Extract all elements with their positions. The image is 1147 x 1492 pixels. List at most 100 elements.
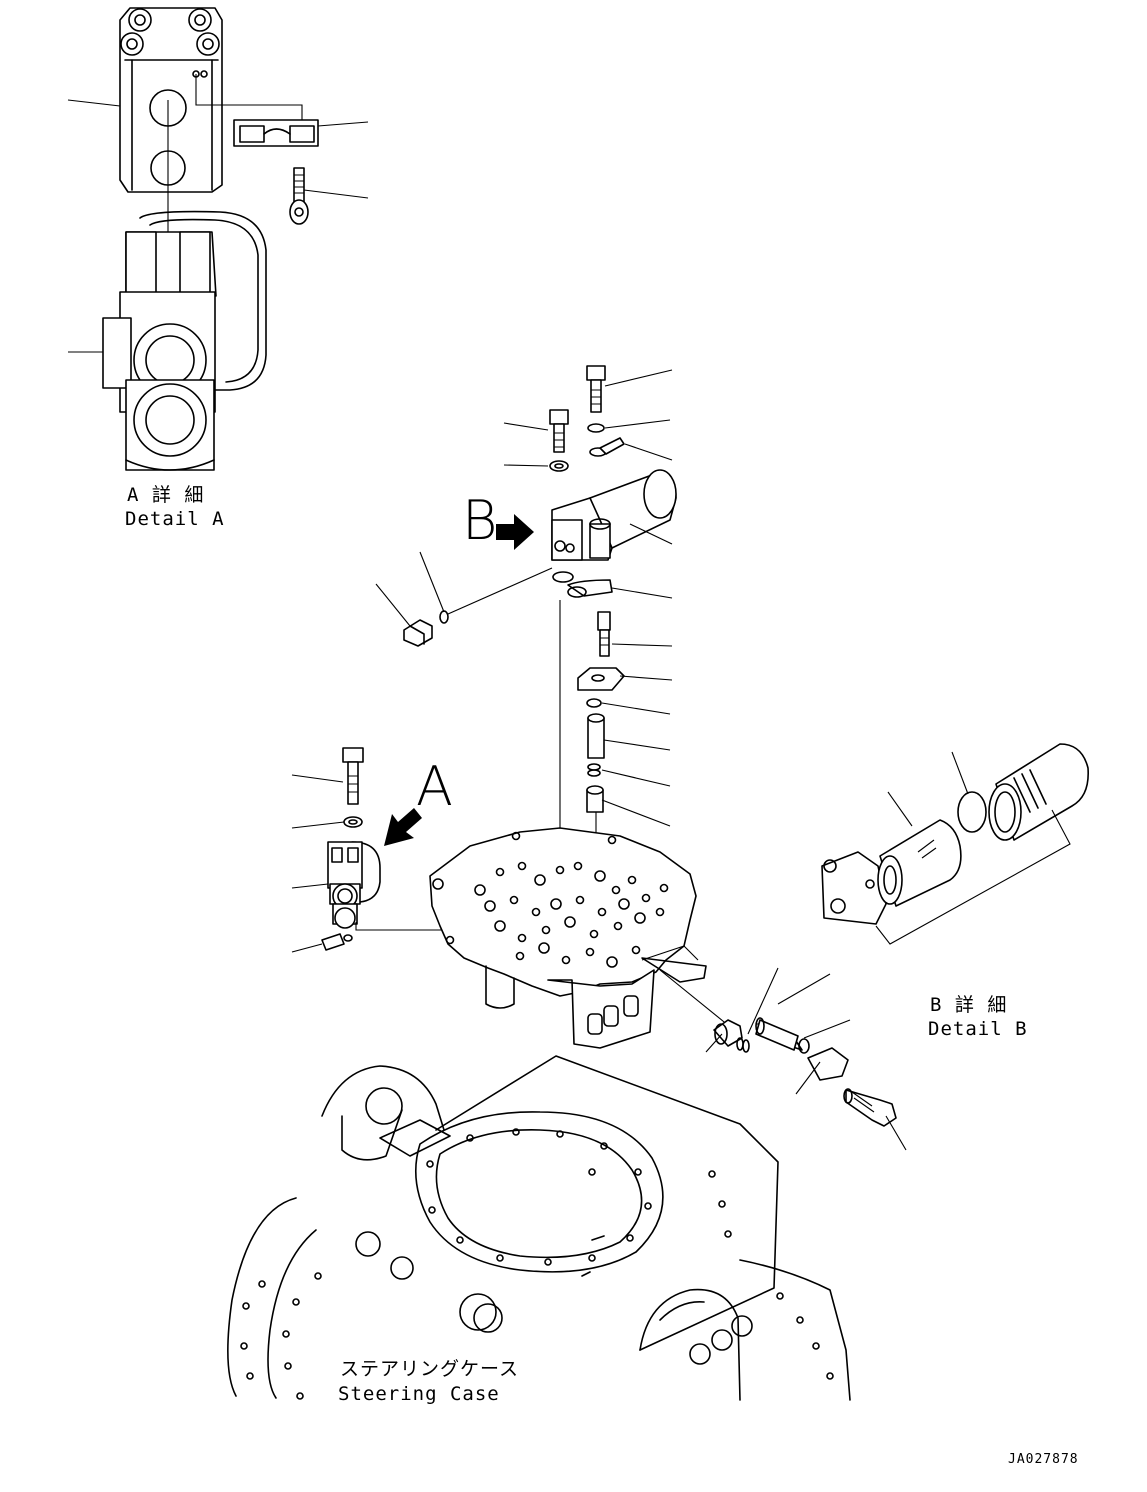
valve-body-hole [485, 901, 495, 911]
valve-body-hole [565, 917, 575, 927]
case-bolt-hole [635, 1169, 641, 1175]
case-bolt-hole [429, 1207, 435, 1213]
a-solenoid-valve [328, 842, 380, 928]
callout-b-arrow [496, 514, 534, 550]
detail-b-en-label: Detail B [928, 1018, 1028, 1040]
valve-body-hole [657, 909, 664, 916]
valve-body-hole [609, 837, 616, 844]
detail-b-cover [822, 852, 886, 924]
valve-body-hole [475, 885, 485, 895]
callout-a-letter: A [416, 755, 453, 818]
detail-a-screw [290, 168, 308, 224]
valve-body-hole [587, 949, 594, 956]
detail-b-leader-lines [876, 752, 1070, 944]
case-bolt-hole [557, 1131, 563, 1137]
case-bolt-hole [777, 1293, 783, 1299]
case-bolt-hole [725, 1231, 731, 1237]
valve-body-hole [517, 953, 524, 960]
valve-body-hole [433, 879, 443, 889]
case-bolt-hole [457, 1237, 463, 1243]
case-bolt-hole [427, 1161, 433, 1167]
callout-b-letter: B [462, 489, 498, 552]
detail-a-valve-assembly [103, 8, 302, 470]
valve-body-hole [511, 897, 518, 904]
detail-a-clamp [234, 120, 318, 146]
valve-body-hole [629, 877, 636, 884]
valve-body-hole [563, 957, 570, 964]
valve-body-hole [519, 935, 526, 942]
steering-case [228, 1056, 850, 1400]
case-bolt-hole [467, 1135, 473, 1141]
valve-body-hole [533, 909, 540, 916]
valve-body-hole [543, 927, 550, 934]
valve-body-hole [615, 923, 622, 930]
drawing-code: JA027878 [1008, 1452, 1079, 1467]
valve-body-hole [447, 937, 454, 944]
b-side-plug [404, 568, 552, 646]
b-upper-bolt [587, 366, 605, 432]
case-bolt-hole [297, 1393, 303, 1399]
case-bolt-hole [645, 1203, 651, 1209]
case-bolt-hole [513, 1129, 519, 1135]
valve-body-hole [551, 899, 561, 909]
callout-a-arrow [384, 808, 422, 846]
case-bolt-hole [545, 1259, 551, 1265]
case-bolt-hole [601, 1143, 607, 1149]
case-bolt-hole [719, 1201, 725, 1207]
valve-body-hole [513, 833, 520, 840]
valve-body-hole [495, 921, 505, 931]
case-bolt-hole [243, 1303, 249, 1309]
b-o-rings [553, 572, 612, 597]
valve-body-hole [595, 871, 605, 881]
case-bolt-hole [497, 1255, 503, 1261]
valve-body-hole [535, 875, 545, 885]
case-bolt-hole [589, 1169, 595, 1175]
valve-body-hole [539, 943, 549, 953]
a-connector [322, 934, 352, 950]
valve-body-hole [633, 947, 640, 954]
case-bolt-hole [247, 1373, 253, 1379]
detail-b-filter [878, 820, 961, 906]
valve-body-hole [557, 867, 564, 874]
b-solenoid-valve [552, 470, 676, 560]
valve-body-hole [607, 957, 617, 967]
detail-a-en-label: Detail A [125, 508, 225, 530]
valve-body-hole [591, 931, 598, 938]
valve-body-hole [599, 909, 606, 916]
detail-a-leader-lines [68, 100, 368, 352]
case-bolt-hole [827, 1373, 833, 1379]
b-terminal [590, 438, 624, 456]
case-bolt-hole [709, 1171, 715, 1177]
valve-body-hole [619, 899, 629, 909]
valve-body-hole [635, 913, 645, 923]
detail-a-jp-label: A 詳 細 [127, 484, 205, 506]
lower-right-fittings [706, 968, 906, 1150]
case-bolt-hole [285, 1363, 291, 1369]
b-left-bolt [550, 410, 568, 471]
detail-b-jp-label: B 詳 細 [930, 994, 1008, 1016]
case-bolt-hole [627, 1235, 633, 1241]
valve-body-hole [497, 869, 504, 876]
a-bolt [343, 748, 363, 827]
valve-body-hole [519, 863, 526, 870]
detail-b-o-ring [958, 792, 986, 832]
case-bolt-hole [293, 1299, 299, 1305]
case-bolt-hole [315, 1273, 321, 1279]
case-bolt-hole [589, 1255, 595, 1261]
case-bolt-hole [259, 1281, 265, 1287]
steering-case-jp-label: ステアリングケース [340, 1358, 520, 1380]
a-leader-lines [292, 775, 344, 952]
steering-case-en-label: Steering Case [338, 1383, 500, 1405]
valve-body-hole [661, 885, 668, 892]
case-bolt-hole [241, 1343, 247, 1349]
case-bolt-hole [797, 1317, 803, 1323]
valve-body-hole [643, 895, 650, 902]
b-cover-stack [578, 612, 624, 812]
detail-b-case [989, 744, 1088, 840]
case-bolt-hole [813, 1343, 819, 1349]
valve-body-hole [577, 897, 584, 904]
b-leader-lines [376, 370, 672, 826]
case-bolt-hole [283, 1331, 289, 1337]
valve-body [430, 828, 734, 1048]
